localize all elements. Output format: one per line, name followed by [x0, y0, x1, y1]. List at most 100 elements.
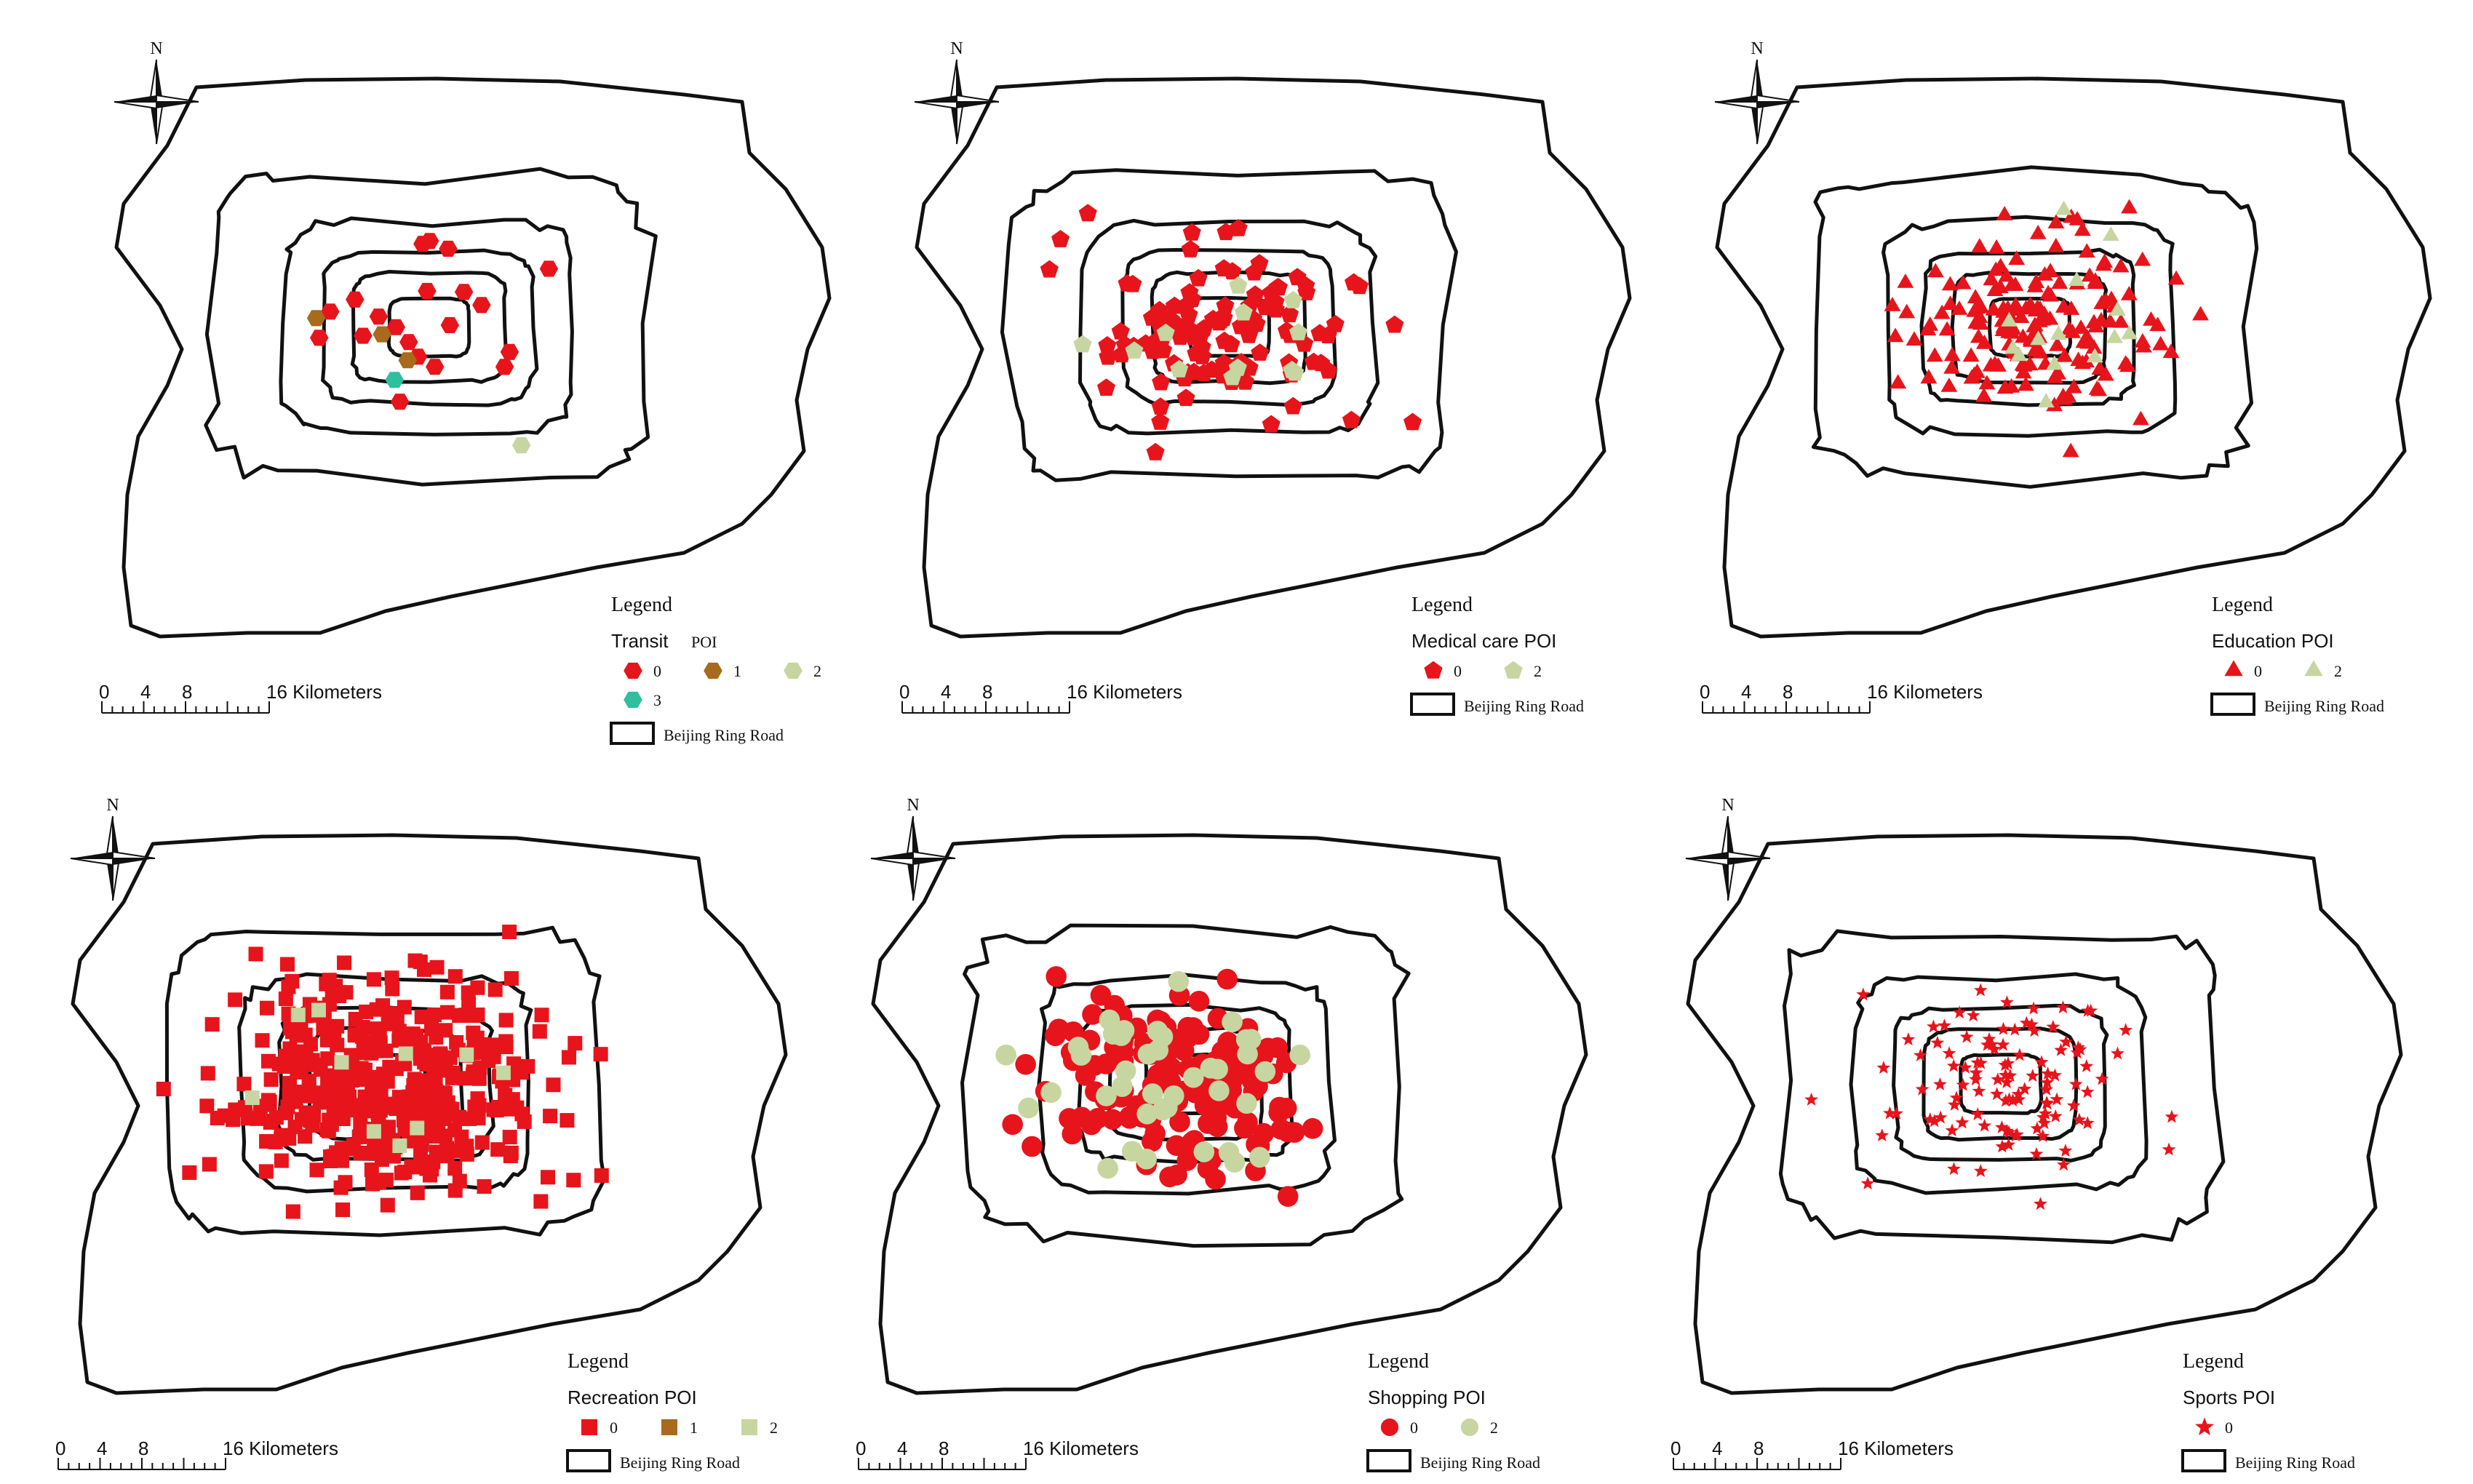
poi-point-class-0 — [346, 291, 365, 308]
poi-point-class-0 — [1995, 1120, 2009, 1133]
scale-label-0: 0 — [1700, 681, 1710, 703]
poi-point-class-0 — [533, 1194, 549, 1209]
poi-point-class-0 — [310, 330, 329, 346]
poi-point-class-0 — [1942, 295, 1959, 311]
legend-poi-title: Transit — [611, 630, 669, 652]
poi-point-class-0 — [1897, 274, 1914, 288]
poi-point-class-0 — [378, 1043, 394, 1058]
poi-point-class-0 — [2046, 396, 2063, 412]
poi-point-class-0 — [1991, 1072, 2005, 1086]
legend-item-class-0: 0 — [1380, 1418, 1418, 1437]
legend-symbol — [1380, 1418, 1399, 1437]
poi-point-class-0 — [375, 1066, 391, 1082]
poi-point-class-0 — [2060, 320, 2078, 335]
poi-point-class-0 — [2038, 1106, 2052, 1120]
poi-point-class-0 — [1040, 260, 1059, 278]
poi-point-class-0 — [1978, 375, 1996, 390]
poi-point-class-0 — [1151, 397, 1170, 415]
poi-point-class-0 — [1118, 274, 1136, 292]
poi-point-class-0 — [2068, 1077, 2083, 1090]
legend-symbol — [1504, 661, 1523, 679]
poi-point-class-0 — [337, 955, 352, 970]
poi-point-class-0 — [2018, 300, 2035, 315]
poi-point-class-0 — [1216, 968, 1238, 990]
poi-point-class-0 — [1277, 1186, 1299, 1208]
poi-point-class-0 — [1160, 1057, 1182, 1079]
poi-point-class-0 — [449, 1034, 464, 1050]
poi-point-class-0 — [1002, 1114, 1023, 1136]
poi-point-class-0 — [1986, 282, 2004, 296]
ring-road-symbol — [2210, 693, 2255, 716]
poi-point-class-0 — [1949, 1090, 1964, 1104]
poi-point-class-0 — [248, 946, 263, 962]
poi-point-class-3 — [385, 372, 405, 388]
poi-point-class-0 — [1214, 308, 1233, 327]
poi-point-class-0 — [2084, 1003, 2098, 1017]
scale-label-0: 0 — [1670, 1437, 1681, 1459]
poi-point-class-0 — [1970, 1107, 1985, 1120]
poi-point-class-0 — [1216, 223, 1235, 241]
poi-point-class-0 — [1915, 1082, 1930, 1096]
poi-point-class-0 — [2192, 306, 2209, 321]
poi-point-class-0 — [1048, 1018, 1070, 1040]
poi-point-class-0 — [1919, 321, 1937, 336]
poi-point-class-0 — [2101, 313, 2119, 328]
poi-point-class-0 — [2029, 1146, 2044, 1160]
poi-point-class-2 — [334, 1055, 349, 1070]
ring-road-1 — [960, 923, 1411, 1248]
poi-point-class-0 — [330, 1090, 345, 1106]
poi-point-class-0 — [2042, 263, 2059, 278]
legend-class-label: 3 — [653, 691, 661, 709]
poi-point-class-2 — [1234, 303, 1253, 321]
ring-road-2 — [1078, 218, 1380, 436]
poi-point-class-0 — [2002, 1137, 2016, 1151]
poi-point-class-0 — [1268, 1102, 1290, 1123]
poi-point-class-0 — [1234, 1117, 1255, 1139]
poi-point-class-0 — [202, 1157, 217, 1172]
poi-point-class-0 — [2119, 1023, 2133, 1037]
ring-road-2 — [279, 216, 574, 436]
poi-point-class-0 — [500, 343, 519, 360]
poi-point-class-0 — [1251, 343, 1270, 361]
poi-point-class-2 — [1228, 358, 1247, 376]
poi-point-class-0 — [1996, 1037, 2010, 1051]
poi-point-class-0 — [396, 1112, 411, 1128]
poi-point-class-0 — [1933, 304, 1951, 319]
poi-point-class-0 — [1262, 415, 1281, 433]
scale-label-0: 0 — [856, 1437, 866, 1459]
poi-point-class-0 — [2112, 313, 2130, 328]
north-arrow-icon: N — [70, 796, 156, 901]
poi-point-class-0 — [1996, 1021, 2010, 1035]
outer-boundary — [1715, 76, 2432, 639]
poi-point-class-0 — [1914, 1048, 1927, 1061]
poi-point-class-0 — [1804, 1092, 1818, 1106]
poi-point-class-0 — [236, 1077, 252, 1092]
ring-road-label: Beijing Ring Road — [620, 1453, 740, 1472]
poi-point-class-2 — [2121, 324, 2138, 340]
poi-point-class-0 — [1312, 354, 1331, 372]
poi-point-class-0 — [418, 282, 437, 299]
poi-point-class-0 — [1182, 223, 1201, 241]
poi-point-class-0 — [1350, 276, 1369, 295]
poi-point-class-0 — [326, 1105, 341, 1120]
poi-point-class-0 — [1876, 1061, 1891, 1074]
ring-road-label: Beijing Ring Road — [2235, 1453, 2355, 1472]
poi-point-class-0 — [2006, 1093, 2020, 1106]
poi-point-class-2 — [244, 1090, 260, 1106]
poi-point-class-0 — [2087, 318, 2105, 332]
poi-point-class-0 — [1933, 1077, 1947, 1090]
ring-road-symbol — [1410, 693, 1455, 716]
scale-label-2: 8 — [1783, 681, 1793, 703]
legend-item-class-0: 0 — [1424, 661, 1462, 680]
poi-point-class-0 — [546, 1077, 561, 1093]
poi-point-class-2 — [2046, 355, 2063, 370]
poi-point-class-0 — [1889, 374, 1907, 389]
poi-point-class-0 — [342, 1089, 357, 1104]
poi-point-class-0 — [1986, 355, 2004, 370]
poi-point-class-0 — [2117, 355, 2134, 370]
legend-poi-title: Recreation POI — [568, 1387, 697, 1408]
poi-point-class-0 — [447, 969, 463, 984]
poi-point-class-0 — [1181, 239, 1200, 258]
